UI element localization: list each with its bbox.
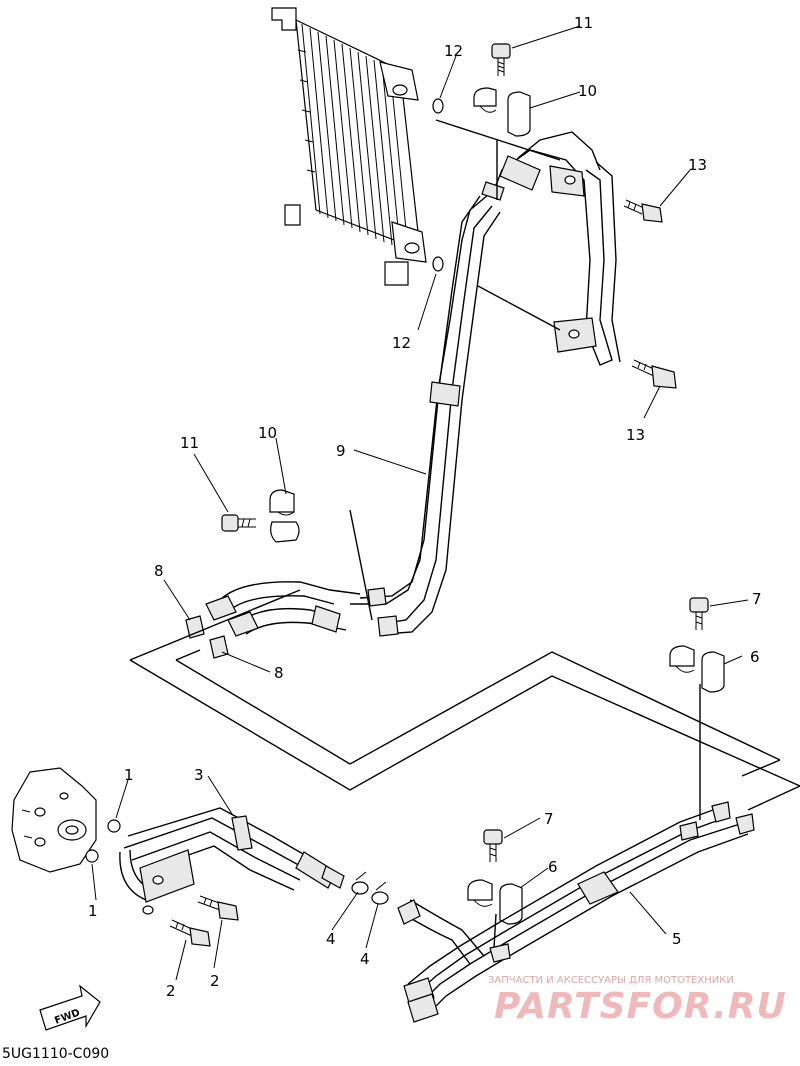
bolt-7-lower: [483, 829, 503, 862]
callout-9: 9: [336, 442, 346, 460]
bolt-13-upper: [623, 199, 663, 223]
clamp-10-middle: [269, 489, 300, 543]
clamp-10-upper: [473, 87, 531, 137]
oil-filter-housing: [11, 767, 97, 873]
oil-cooler: [271, 7, 427, 286]
bolt-11-upper: [491, 43, 511, 76]
hose-clamp-4: [351, 871, 389, 905]
watermark-logo: PARTSFOR.RU: [494, 986, 787, 1027]
callout-12-upper: 12: [444, 42, 463, 60]
pipe-hose-connectors: [205, 581, 361, 637]
callout-7-upper: 7: [752, 590, 762, 608]
callout-8-upper: 8: [154, 562, 164, 580]
watermark-tagline: ЗАПЧАСТИ И АКСЕССУАРЫ ДЛЯ МОТОТЕХНИКИ: [488, 975, 734, 986]
callout-11-middle: 11: [180, 434, 199, 452]
diagram-code: 5UG1110-C090: [2, 1046, 110, 1062]
callout-3: 3: [194, 766, 204, 784]
o-ring-1-lower: [85, 849, 99, 863]
bolt-7-upper: [689, 597, 709, 630]
clamp-6-upper: [669, 645, 725, 693]
callout-10-upper: 10: [578, 82, 597, 100]
callout-6-upper: 6: [750, 648, 760, 666]
bolt-13-lower: [631, 359, 677, 389]
callout-6-lower: 6: [548, 858, 558, 876]
reference-frame: [129, 119, 800, 949]
oil-hose-5: [397, 801, 755, 1023]
callout-11-upper: 11: [574, 14, 593, 32]
bolt-11-middle: [221, 514, 256, 532]
bolt-2-lower: [169, 919, 211, 947]
oil-cooler-pipe-9: [350, 131, 621, 637]
callout-13-upper: 13: [688, 156, 707, 174]
union-bolt-8-upper: [185, 615, 205, 639]
callout-7-lower: 7: [544, 810, 554, 828]
bolt-2-upper: [197, 895, 239, 921]
callout-4-left: 4: [326, 930, 336, 948]
o-ring-12-lower: [432, 256, 444, 272]
callout-10-middle: 10: [258, 424, 277, 442]
callout-12-lower: 12: [392, 334, 411, 352]
callout-1-upper: 1: [124, 766, 134, 784]
callout-2-left: 2: [166, 982, 176, 1000]
union-bolt-8-lower: [209, 635, 229, 659]
o-ring-12-upper: [432, 98, 444, 114]
clamp-6-lower: [467, 879, 523, 925]
o-ring-1-upper: [107, 819, 121, 833]
fwd-arrow-icon: FWD: [39, 984, 101, 1031]
callout-2-right: 2: [210, 972, 220, 990]
oil-pipe-3: [119, 807, 345, 915]
callout-8-lower: 8: [274, 664, 284, 682]
callout-5: 5: [672, 930, 682, 948]
callout-4-right: 4: [360, 950, 370, 968]
callout-1-lower: 1: [88, 902, 98, 920]
callout-leaders: [91, 25, 749, 981]
callout-13-lower: 13: [626, 426, 645, 444]
